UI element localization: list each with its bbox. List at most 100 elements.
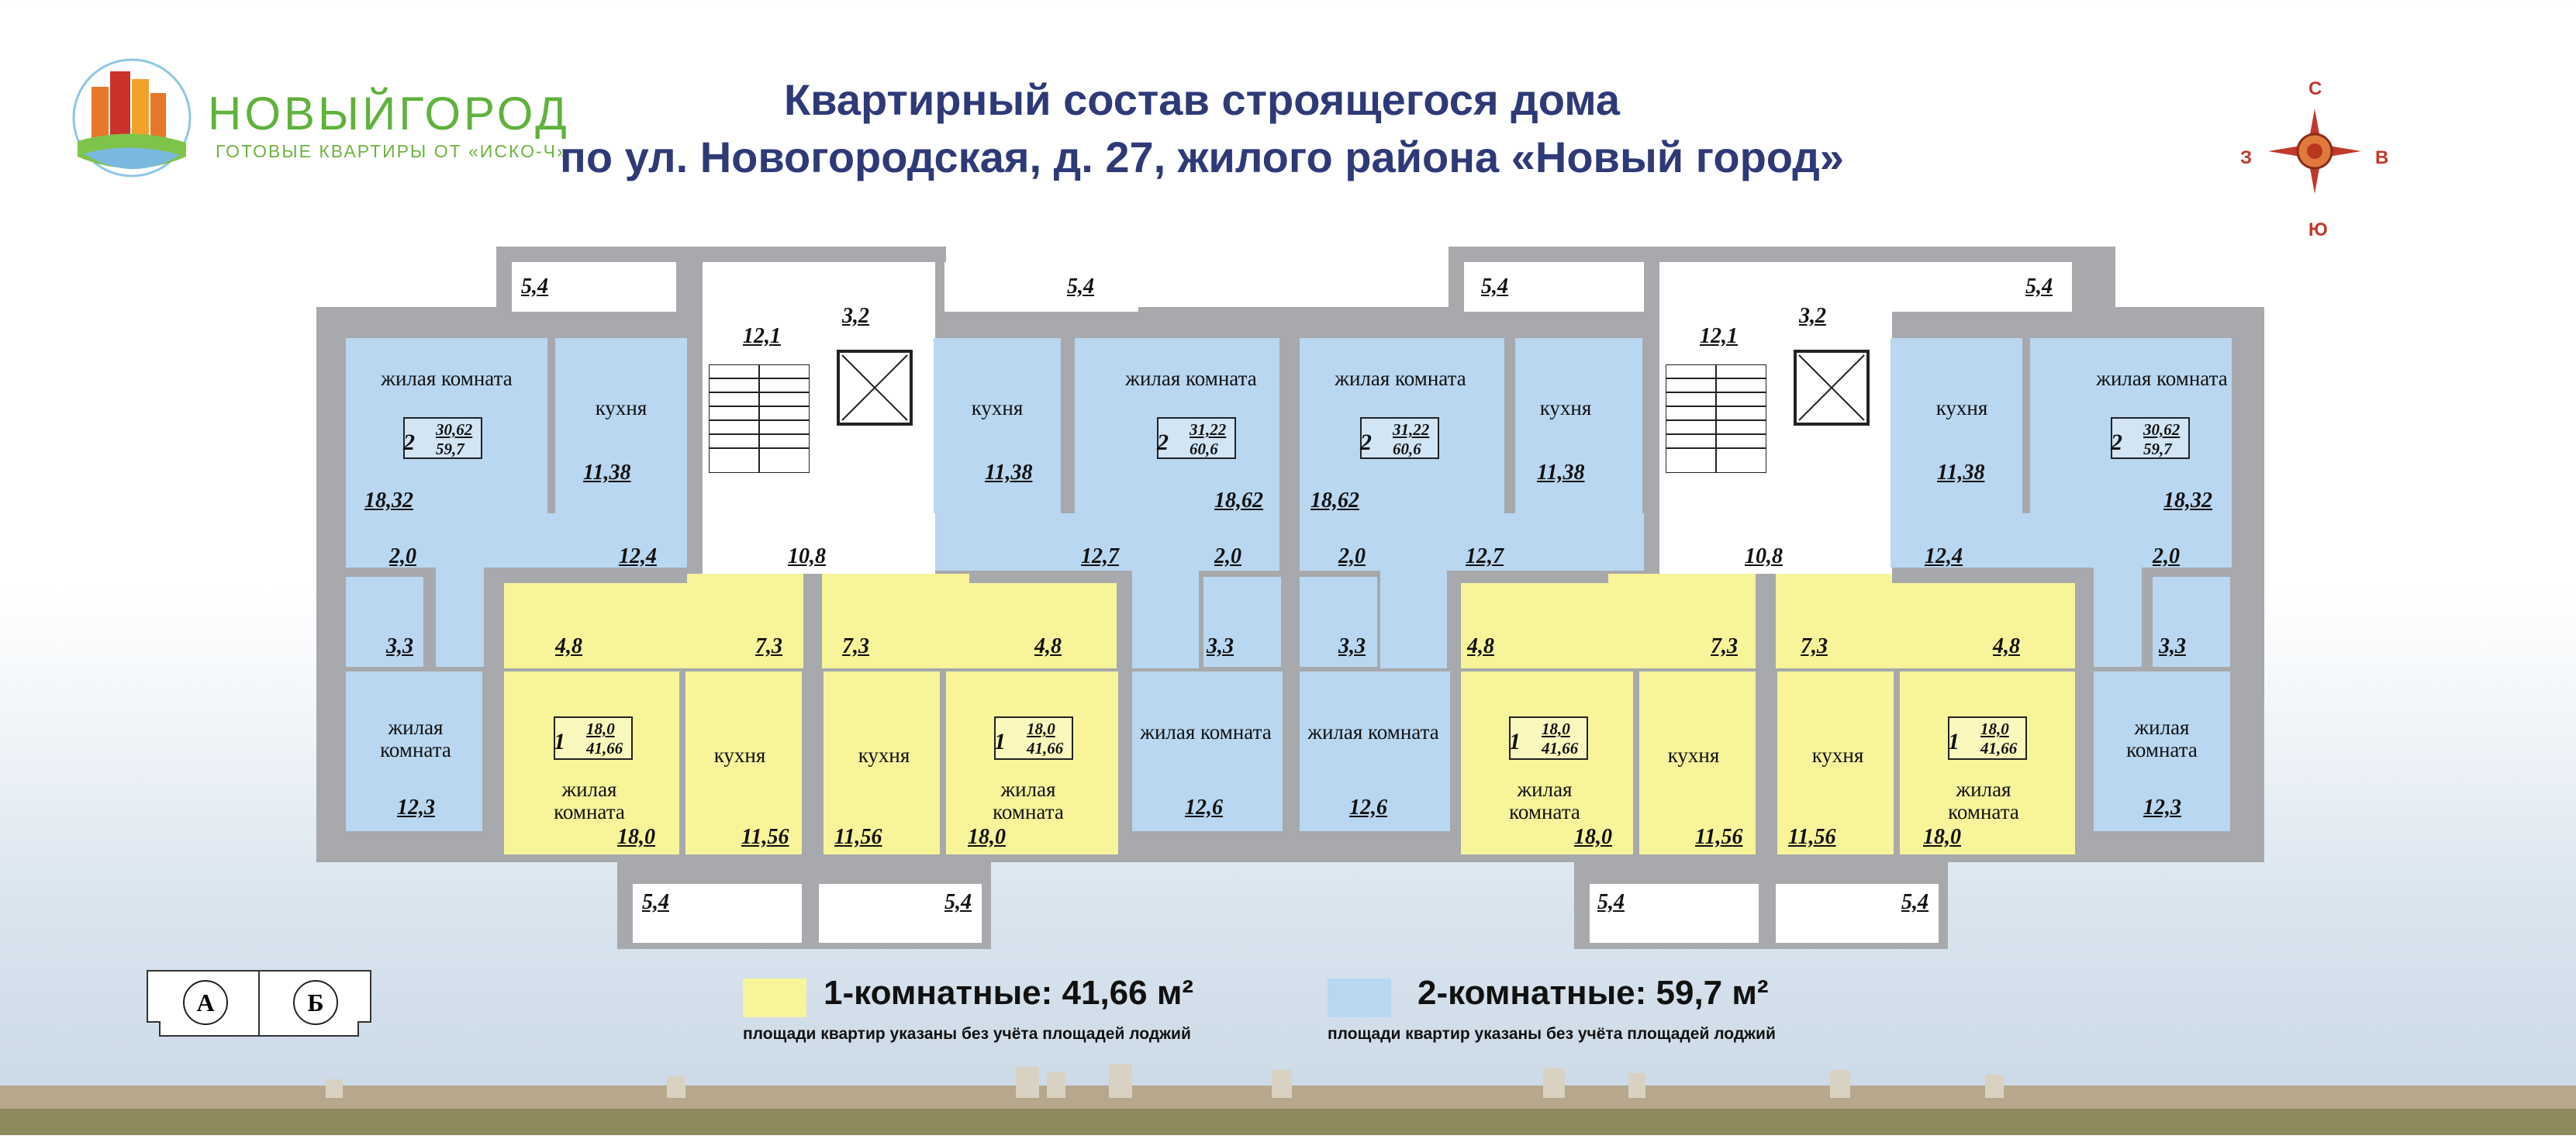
kitchen bbox=[824, 671, 940, 854]
section-map: А Б bbox=[143, 966, 375, 1041]
room-name: кухня bbox=[1811, 744, 1864, 767]
hallway bbox=[436, 568, 484, 667]
staircase-icon bbox=[709, 364, 810, 473]
room-name: жилая комната bbox=[993, 778, 1064, 823]
area-bath: 4,8 bbox=[555, 634, 582, 658]
total-area: 59,7 bbox=[436, 440, 464, 458]
hallway bbox=[687, 574, 803, 668]
apartment-code: 2 30,62 59,7 bbox=[2111, 417, 2190, 459]
room-name: жилая комната bbox=[1125, 367, 1257, 390]
logo-subtitle: ГОТОВЫЕ КВАРТИРЫ ОТ «ИСКО-Ч» bbox=[216, 141, 568, 161]
hallway bbox=[1461, 583, 1608, 668]
legend-swatch-two-room bbox=[1328, 979, 1391, 1017]
legend-two-room: 2-комнатные: 59,7 м² bbox=[1417, 974, 1769, 1012]
living-room bbox=[1132, 671, 1283, 831]
compass-west: З bbox=[2240, 147, 2253, 168]
floor-plan: жилая комната кухня кухня жилая комната … bbox=[316, 247, 2264, 949]
total-area: 41,66 bbox=[1542, 739, 1579, 758]
living-room bbox=[1900, 671, 2075, 854]
room-name: жилая комната bbox=[2096, 367, 2228, 390]
hallway bbox=[1300, 513, 1644, 571]
corridor bbox=[703, 476, 935, 574]
living-area: 30,62 bbox=[2143, 420, 2181, 439]
area-living: 12,3 bbox=[2143, 796, 2181, 820]
area-living: 18,62 bbox=[1310, 488, 1359, 513]
living-room bbox=[346, 338, 547, 513]
hallway bbox=[504, 583, 687, 668]
rooms-count: 1 bbox=[994, 729, 1006, 754]
room-name: кухня bbox=[1667, 744, 1720, 767]
area-kitchen: 11,38 bbox=[583, 461, 631, 485]
living-room bbox=[2094, 671, 2230, 831]
total-area: 41,66 bbox=[1980, 739, 2018, 758]
room-name: кухня bbox=[971, 396, 1024, 419]
area-kitchen: 11,56 bbox=[741, 825, 789, 849]
living-room bbox=[1300, 338, 1504, 513]
area-wc: 2,0 bbox=[389, 544, 416, 568]
area-living: 18,62 bbox=[1214, 488, 1263, 513]
area-bath: 4,8 bbox=[1034, 634, 1062, 658]
apartment-code: 2 31,22 60,6 bbox=[1360, 417, 1439, 459]
apartment-code: 1 18,0 41,66 bbox=[1509, 716, 1588, 760]
hallway bbox=[1892, 583, 2075, 668]
bathroom bbox=[1203, 577, 1281, 667]
loggia bbox=[1892, 262, 2072, 312]
area-loggia: 5,4 bbox=[642, 890, 669, 914]
area-loggia: 5,4 bbox=[2025, 274, 2053, 299]
area-kitchen: 11,56 bbox=[834, 825, 882, 849]
rooms-count: 2 bbox=[403, 430, 415, 455]
living-area: 18,0 bbox=[1027, 720, 1055, 738]
rooms-count: 1 bbox=[1948, 729, 1960, 754]
area-bath: 4,8 bbox=[1467, 634, 1494, 658]
area-bath: 4,8 bbox=[1993, 634, 2020, 658]
elevator-icon bbox=[1794, 350, 1870, 426]
logo bbox=[70, 56, 194, 180]
apartment-code: 1 18,0 41,66 bbox=[554, 716, 633, 760]
elevator-icon bbox=[837, 350, 913, 426]
legend-note: площади квартир указаны без учёта площад… bbox=[1328, 1025, 1776, 1043]
area-bath: 3,3 bbox=[1207, 634, 1234, 658]
area-hallway: 7,3 bbox=[755, 634, 782, 658]
area-hallway: 12,7 bbox=[1081, 544, 1119, 568]
legend-one-room: 1-комнатные: 41,66 м² bbox=[824, 974, 1194, 1012]
loggia bbox=[819, 884, 982, 943]
area-hallway: 7,3 bbox=[1711, 634, 1738, 658]
kitchen bbox=[1777, 671, 1894, 854]
area-loggia: 5,4 bbox=[1901, 890, 1929, 914]
hallway bbox=[1891, 513, 2232, 568]
rooms-count: 2 bbox=[2111, 430, 2122, 455]
living-room bbox=[1300, 671, 1450, 831]
area-hallway: 7,3 bbox=[1801, 634, 1828, 658]
bathroom bbox=[2153, 577, 2230, 667]
total-area: 59,7 bbox=[2143, 440, 2172, 458]
room-name: жилая комната bbox=[1307, 720, 1439, 744]
hallway bbox=[346, 513, 687, 568]
living-area: 31,22 bbox=[1393, 420, 1430, 439]
area-lift-hall: 3,2 bbox=[842, 304, 869, 328]
area-living: 18,0 bbox=[968, 825, 1006, 849]
area-bath: 3,3 bbox=[2159, 634, 2186, 658]
compass-east: В bbox=[2375, 147, 2389, 168]
apartment-code: 1 18,0 41,66 bbox=[1948, 716, 2027, 760]
kitchen bbox=[685, 671, 802, 854]
area-wc: 2,0 bbox=[1338, 544, 1366, 568]
logo-name: НОВЫЙГОРОД bbox=[208, 88, 570, 140]
compass: С Ю З В bbox=[2237, 74, 2392, 248]
rooms-count: 2 bbox=[1360, 430, 1372, 455]
area-loggia: 5,4 bbox=[1597, 890, 1625, 914]
living-room bbox=[1461, 671, 1633, 854]
area-corridor: 10,8 bbox=[788, 544, 826, 568]
hallway bbox=[935, 513, 1279, 571]
kitchen bbox=[934, 338, 1061, 513]
title-line-2: по ул. Новогородская, д. 27, жилого райо… bbox=[560, 133, 1844, 181]
compass-south: Ю bbox=[2308, 219, 2328, 240]
area-kitchen: 11,38 bbox=[1937, 461, 1985, 485]
area-corridor: 10,8 bbox=[1745, 544, 1783, 568]
living-room bbox=[1075, 338, 1279, 513]
kitchen bbox=[1891, 338, 2022, 513]
area-kitchen: 11,56 bbox=[1695, 825, 1743, 849]
loggia bbox=[944, 262, 1138, 312]
city-panorama bbox=[0, 1062, 2576, 1135]
total-area: 41,66 bbox=[586, 739, 623, 758]
area-stair: 12,1 bbox=[1700, 324, 1738, 348]
